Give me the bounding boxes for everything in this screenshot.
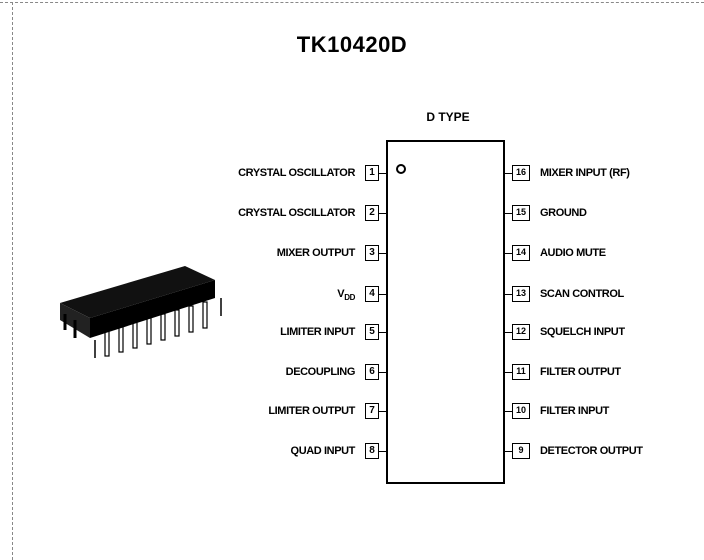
package-lead-tips: [94, 298, 222, 358]
pin-16: 16 MIXER INPUT (RF): [505, 165, 695, 181]
pin-number: 16: [512, 165, 530, 181]
pin-label: SQUELCH INPUT: [540, 326, 625, 338]
pin-number: 9: [512, 443, 530, 459]
pin-number: 10: [512, 403, 530, 419]
pin-2: CRYSTAL OSCILLATOR 2: [150, 205, 386, 221]
pin-label: FILTER OUTPUT: [540, 366, 621, 378]
pin-number: 12: [512, 324, 530, 340]
pin-label: LIMITER OUTPUT: [268, 405, 355, 417]
pin-8: QUAD INPUT 8: [150, 443, 386, 459]
pin-13: 13 SCAN CONTROL: [505, 286, 695, 302]
pin-number: 6: [365, 364, 379, 380]
pin-3: MIXER OUTPUT 3: [150, 245, 386, 261]
pin-lead: [505, 172, 512, 174]
pin-7: LIMITER OUTPUT 7: [150, 403, 386, 419]
pin-number: 11: [512, 364, 530, 380]
pin-14: 14 AUDIO MUTE: [505, 245, 695, 261]
pin-label: QUAD INPUT: [290, 445, 356, 457]
pin-15: 15 GROUND: [505, 205, 695, 221]
ic-body: [386, 140, 505, 484]
pin1-indicator-icon: [396, 164, 406, 174]
vdd-subscript: DD: [344, 293, 355, 302]
package-type-label: D TYPE: [426, 110, 470, 124]
pin-label: DECOUPLING: [285, 366, 356, 378]
vdd-symbol: V: [337, 288, 345, 300]
pin-number: 4: [365, 286, 379, 302]
pin-label: FILTER INPUT: [540, 405, 609, 417]
dip-package-illustration: [60, 266, 222, 358]
pin-9: 9 DETECTOR OUTPUT: [505, 443, 695, 459]
pin-number: 7: [365, 403, 379, 419]
pin-number: 8: [365, 443, 379, 459]
package-leads: [104, 301, 208, 357]
pin-12: 12 SQUELCH INPUT: [505, 324, 695, 340]
pin-lead: [505, 410, 512, 412]
pin-label: GROUND: [540, 207, 587, 219]
pin-lead: [379, 410, 386, 412]
pin-lead: [379, 331, 386, 333]
pin-label: LIMITER INPUT: [280, 326, 355, 338]
page-title: TK10420D: [296, 32, 408, 57]
pin-number: 2: [365, 205, 379, 221]
pin-number: 5: [365, 324, 379, 340]
pin-lead: [505, 252, 512, 254]
pin-lead: [505, 450, 512, 452]
pin-lead: [379, 212, 386, 214]
package-top-face: [60, 266, 215, 318]
pin-number: 1: [365, 165, 379, 181]
frame-top-border: [0, 2, 704, 3]
pin-lead: [379, 252, 386, 254]
pin-lead: [379, 172, 386, 174]
pin-6: DECOUPLING 6: [150, 364, 386, 380]
package-front-face: [90, 280, 215, 338]
pin-lead: [379, 371, 386, 373]
pin-5: LIMITER INPUT 5: [150, 324, 386, 340]
pin-1: CRYSTAL OSCILLATOR 1: [150, 165, 386, 181]
pin-label: CRYSTAL OSCILLATOR: [238, 207, 355, 219]
pin-lead: [505, 331, 512, 333]
pin-lead: [505, 371, 512, 373]
pin-label: MIXER INPUT (RF): [540, 167, 630, 179]
pin-lead: [379, 293, 386, 295]
package-back-leads: [63, 314, 77, 338]
pin-number: 13: [512, 286, 530, 302]
pin-label: DETECTOR OUTPUT: [540, 445, 643, 457]
pin-label: CRYSTAL OSCILLATOR: [238, 167, 355, 179]
pin-lead: [379, 450, 386, 452]
pin-label: SCAN CONTROL: [540, 288, 624, 300]
pin-4: VDD 4: [150, 286, 386, 302]
frame-left-border: [12, 2, 13, 560]
pin-label: VDD: [337, 288, 355, 302]
pin-lead: [505, 212, 512, 214]
pin-label: MIXER OUTPUT: [276, 247, 356, 259]
pin-11: 11 FILTER OUTPUT: [505, 364, 695, 380]
pin-label: AUDIO MUTE: [540, 247, 606, 259]
pin-10: 10 FILTER INPUT: [505, 403, 695, 419]
pin-lead: [505, 293, 512, 295]
pin-number: 14: [512, 245, 530, 261]
pin-number: 3: [365, 245, 379, 261]
pin-number: 15: [512, 205, 530, 221]
